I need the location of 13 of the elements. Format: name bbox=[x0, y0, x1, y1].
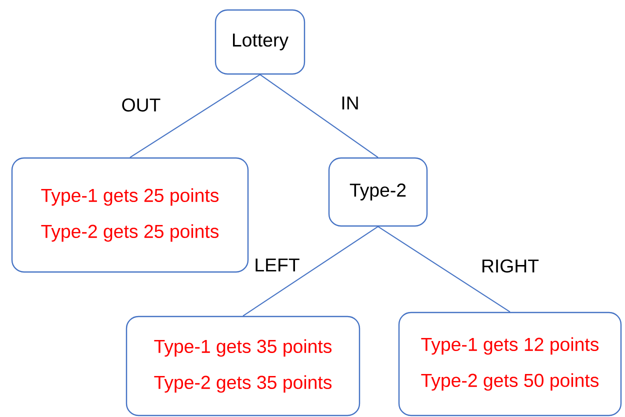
outcome-box: Type-1 gets 12 points Type-2 gets 50 points bbox=[398, 312, 622, 416]
edge-label: OUT bbox=[120, 97, 162, 113]
connector-line bbox=[130, 74, 260, 158]
edge-label: IN bbox=[339, 95, 361, 111]
process-box: Lottery bbox=[214, 9, 306, 75]
connector-line bbox=[260, 74, 378, 158]
process-box: Type-2 bbox=[328, 157, 428, 227]
connector-line bbox=[378, 226, 510, 312]
edge-label: RIGHT bbox=[480, 258, 540, 274]
edge-label: LEFT bbox=[252, 257, 302, 273]
outcome-box: Type-1 gets 35 points Type-2 gets 35 points bbox=[126, 316, 360, 416]
connector-line bbox=[242, 226, 378, 316]
outcome-box: Type-1 gets 25 points Type-2 gets 25 points bbox=[11, 157, 249, 273]
